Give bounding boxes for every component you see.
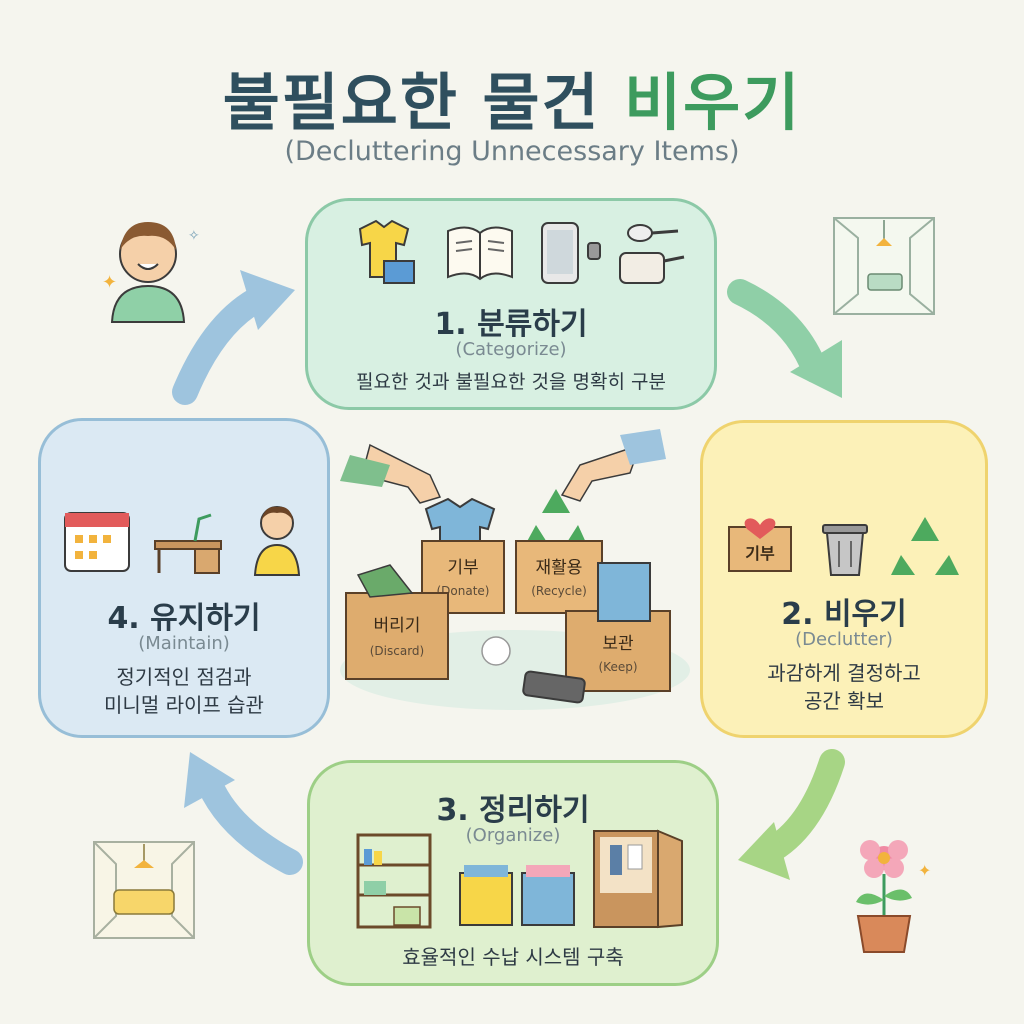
person-icon xyxy=(253,506,301,576)
heart-box-icon xyxy=(728,518,792,572)
page-title: 불필요한 물건 비우기 xyxy=(0,52,1024,142)
donate-box-label: 기부 xyxy=(447,558,478,578)
tshirt-icon xyxy=(358,219,415,284)
title-accent: 비우기 xyxy=(624,66,802,139)
donate-box-label: 기부 xyxy=(745,544,775,563)
recycle-box: 재활용 (Recycle) xyxy=(515,540,603,614)
book-icon xyxy=(447,226,513,281)
discard-box-label: 버리기 xyxy=(374,616,421,636)
wardrobe-icon xyxy=(593,829,683,929)
step-card-categorize: 1. 분류하기 (Categorize) 필요한 것과 불필요한 것을 명확히 … xyxy=(305,198,717,410)
recycle-box-english: (Recycle) xyxy=(531,584,587,598)
step-3-english: (Organize) xyxy=(465,825,561,846)
recycle-icon xyxy=(891,517,959,575)
storage-bin-icon xyxy=(459,865,575,926)
calendar-icon xyxy=(64,512,130,572)
sparkle-icon: ✧ xyxy=(188,228,200,244)
flower-pot-icon: ✦ xyxy=(856,840,931,953)
organize-icons xyxy=(356,829,683,929)
cookware-icon xyxy=(619,224,685,284)
step-card-maintain: 4. 유지하기 (Maintain) 정기적인 점검과 미니멀 라이프 습관 xyxy=(38,418,330,738)
desk-icon xyxy=(154,513,222,574)
sparkle-icon: ✦ xyxy=(918,861,931,880)
maintain-icons xyxy=(64,506,301,576)
step-2-description-2: 공간 확보 xyxy=(804,689,884,713)
room-icon xyxy=(93,841,195,939)
keep-box-english: (Keep) xyxy=(598,660,637,674)
discard-box: 버리기 (Discard) xyxy=(345,564,449,680)
donate-box-english: (Donate) xyxy=(437,584,490,598)
recycle-box-label: 재활용 xyxy=(536,558,583,578)
step-3-heading: 3. 정리하기 xyxy=(436,793,590,828)
declutter-icons: 기부 xyxy=(728,517,959,576)
phone-icon xyxy=(522,670,586,704)
step-3-description: 효율적인 수납 시스템 구축 xyxy=(402,945,624,969)
arrow-top-right xyxy=(727,279,842,398)
page-subtitle: (Decluttering Unnecessary Items) xyxy=(284,136,740,167)
keep-box: 보관 (Keep) xyxy=(565,562,671,692)
keep-box-label: 보관 xyxy=(602,634,633,654)
step-4-english: (Maintain) xyxy=(138,633,230,654)
step-card-organize: 3. 정리하기 (Organize) 효율적인 수납 시스템 구축 xyxy=(307,760,719,986)
trash-can-icon xyxy=(822,524,868,576)
phone-icon xyxy=(541,222,601,284)
step-1-description: 필요한 것과 불필요한 것을 명확히 구분 xyxy=(356,371,666,393)
step-card-declutter: 기부 2. 비우기 (Declutter) 과감하게 결정하고 공간 확보 xyxy=(700,420,988,738)
hand-icon xyxy=(340,443,442,504)
step-4-description-1: 정기적인 점검과 xyxy=(116,665,252,689)
step-2-english: (Declutter) xyxy=(795,629,893,650)
title-main: 불필요한 물건 xyxy=(222,66,601,139)
step-4-heading: 4. 유지하기 xyxy=(107,601,261,636)
categorize-icons xyxy=(358,219,685,284)
step-1-heading: 1. 분류하기 xyxy=(434,307,588,342)
arrow-bottom-right xyxy=(738,749,845,880)
step-1-english: (Categorize) xyxy=(455,339,567,360)
arrow-bottom-left xyxy=(184,752,303,875)
arrow-top-left xyxy=(172,270,295,405)
sparkle-icon: ✦ xyxy=(102,272,117,293)
hand-icon xyxy=(560,429,666,502)
shelf-icon xyxy=(356,833,432,929)
room-icon xyxy=(833,217,935,315)
crumpled-paper-icon xyxy=(481,636,511,666)
step-2-heading: 2. 비우기 xyxy=(781,597,907,632)
happy-person-icon: ✦ ✧ xyxy=(102,222,200,323)
discard-box-english: (Discard) xyxy=(370,644,424,658)
step-2-description-1: 과감하게 결정하고 xyxy=(767,661,921,685)
sorting-boxes-illustration: 기부 (Donate) 재활용 (Recycle) 버리기 (Discard) … xyxy=(340,429,690,710)
step-4-description-2: 미니멀 라이프 습관 xyxy=(104,693,264,717)
